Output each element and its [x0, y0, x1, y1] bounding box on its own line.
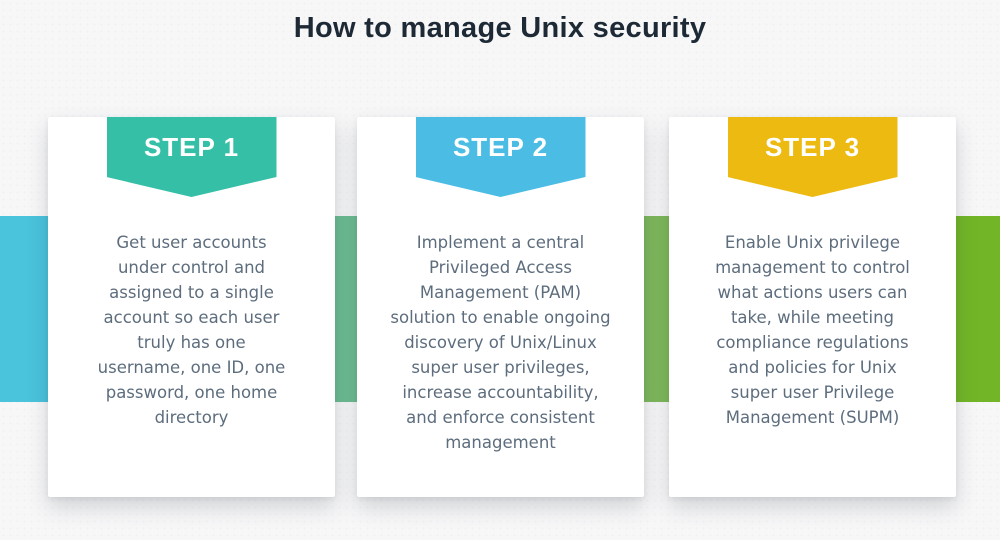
- text-line: management: [445, 433, 556, 452]
- step-2-label: STEP 2: [452, 132, 549, 162]
- text-line: take, while meeting: [730, 308, 895, 327]
- text-line: assigned to a single: [109, 283, 274, 302]
- text-line: Implement a central: [416, 233, 585, 252]
- text-line: discovery of Unix/Linux: [404, 333, 597, 352]
- text-line: solution to enable ongoing: [390, 308, 611, 327]
- text-line: Management (SUPM): [725, 408, 900, 427]
- text-line: Get user accounts: [116, 233, 267, 252]
- step-1-description: Get user accounts under control and assign…: [48, 230, 335, 430]
- text-line: super user Privilege: [730, 383, 895, 402]
- step-1-ribbon: STEP 1: [106, 117, 277, 197]
- text-line: what actions users can: [717, 283, 908, 302]
- text-line: super user privileges,: [411, 358, 590, 377]
- page-title: How to manage Unix security: [293, 12, 707, 44]
- step-card-3: STEP 3 Enable Unix privilege management t…: [669, 117, 956, 497]
- step-3-description: Enable Unix privilege management to contr…: [669, 230, 956, 430]
- text-line: Management (PAM): [419, 283, 582, 302]
- text-line: management to control: [715, 258, 910, 277]
- text-line: directory: [154, 408, 229, 427]
- text-line: password, one home: [105, 383, 278, 402]
- step-3-ribbon: STEP 3: [727, 117, 898, 197]
- step-3-label: STEP 3: [764, 132, 861, 162]
- text-line: increase accountability,: [402, 383, 599, 402]
- text-line: Enable Unix privilege: [724, 233, 901, 252]
- step-1-label: STEP 1: [143, 132, 240, 162]
- text-line: username, one ID, one: [97, 358, 286, 377]
- step-2-ribbon: STEP 2: [415, 117, 586, 197]
- text-line: and enforce consistent: [406, 408, 595, 427]
- step-card-1: STEP 1 Get user accounts under control an…: [48, 117, 335, 497]
- text-line: Privileged Access: [429, 258, 572, 277]
- text-line: and policies for Unix: [728, 358, 897, 377]
- text-line: account so each user: [103, 308, 280, 327]
- text-line: truly has one: [137, 333, 246, 352]
- text-line: under control and: [117, 258, 266, 277]
- text-line: compliance regulations: [716, 333, 909, 352]
